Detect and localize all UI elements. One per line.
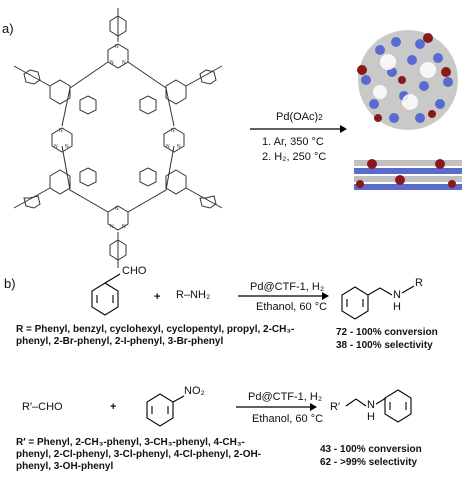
reaction1-catalyst: Pd@CTF-1, H₂ (250, 281, 325, 293)
svg-text:N: N (171, 128, 175, 134)
reaction1-selectivity: 38 - 100% selectivity (336, 340, 433, 351)
secondary-amine-product-structure (345, 389, 412, 423)
aldehyde-group-label: CHO (122, 265, 147, 277)
step1-conditions: 1. Ar, 350 °C (262, 136, 324, 148)
step2-conditions: 2. H₂, 250 °C (262, 151, 327, 163)
reaction2-aldehyde: R′–CHO (22, 401, 63, 413)
svg-text:N: N (65, 144, 69, 150)
reaction2-selectivity: 62 - >99% selectivity (320, 457, 418, 468)
product1-r-group: R (415, 277, 423, 289)
svg-text:N: N (110, 224, 114, 230)
svg-text:N: N (54, 144, 58, 150)
ctf-framework-structure (13, 8, 223, 268)
panel-a-arrowhead (340, 125, 347, 133)
reaction1-conversion: 72 - 100% conversion (336, 327, 438, 338)
svg-text:N: N (166, 144, 170, 150)
reaction2-catalyst: Pd@CTF-1, H₂ (248, 391, 323, 403)
product1-hydrogen: H (393, 301, 401, 313)
reaction1-arrowhead (322, 292, 329, 300)
reaction2-conversion: 43 - 100% conversion (320, 444, 422, 455)
svg-text:N: N (115, 206, 119, 212)
svg-text:N: N (122, 224, 126, 230)
product1-nitrogen: N (393, 289, 401, 301)
svg-text:N: N (110, 60, 114, 66)
nitrobenzene-structure (146, 393, 185, 427)
product2-nitrogen: N (367, 399, 375, 411)
pd-ctf-side-view-model (354, 159, 462, 190)
reaction2-arrowhead (310, 403, 317, 411)
svg-text:N: N (122, 60, 126, 66)
amine-reagent: R–NH₂ (176, 289, 211, 301)
panel-a-label: a) (2, 21, 14, 36)
triazine-nitrogen-labels: N N N N N N N N N N N N (54, 44, 181, 230)
reaction1-plus: + (154, 291, 161, 303)
reaction2-solvent: Ethanol, 60 °C (252, 413, 324, 425)
svg-text:N: N (115, 44, 119, 50)
product2-r-group: R′ (330, 401, 341, 413)
svg-text:N: N (59, 128, 63, 134)
reaction1-solvent: Ethanol, 60 °C (256, 301, 328, 313)
reaction2-plus: + (110, 401, 117, 413)
svg-text:N: N (177, 144, 181, 150)
benzylamine-product-structure (341, 285, 415, 320)
benzaldehyde-structure (91, 273, 121, 316)
product2-hydrogen: H (367, 411, 375, 423)
palladium-acetate-reagent: Pd(OAc)2 (276, 111, 323, 123)
reaction1-r-group-list: R = Phenyl, benzyl, cyclohexyl, cyclopen… (16, 324, 295, 347)
panel-b-label: b) (4, 276, 16, 291)
nitro-group-label: NO₂ (184, 385, 205, 397)
pd-ctf-top-view-model (357, 30, 458, 130)
reaction2-r-group-list: R′ = Phenyl, 2-CH₃-phenyl, 3-CH₃-phenyl,… (16, 437, 262, 472)
